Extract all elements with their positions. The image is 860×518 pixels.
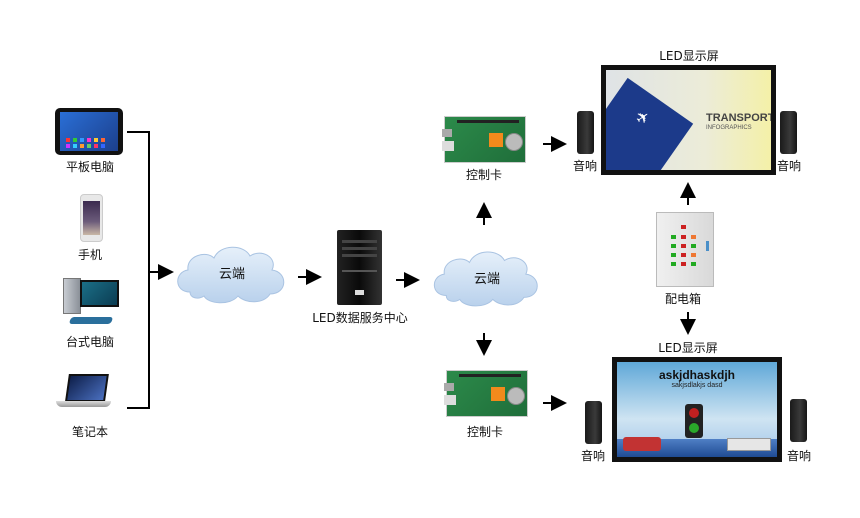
bus-icon <box>727 438 771 451</box>
speaker-icon <box>577 111 594 154</box>
connector-line <box>127 407 150 409</box>
display-bottom-label: LED显示屏 <box>658 341 718 355</box>
power-cabinet-label: 配电箱 <box>664 292 701 306</box>
led-display-screen: ✈ TRANSPORT INFOGRAPHICS <box>601 65 776 175</box>
connector-line <box>148 131 150 409</box>
phone-label: 手机 <box>77 248 102 262</box>
cloud-icon <box>433 251 538 307</box>
controller-bottom-label: 控制卡 <box>466 425 503 439</box>
display-bottom-subtitle: sakjsdlakjs dasd <box>671 382 723 389</box>
server-icon <box>337 230 382 305</box>
server-label: LED数据服务中心 <box>312 311 408 325</box>
led-display-screen: askjdhaskdjh sakjsdlakjs dasd <box>612 357 782 462</box>
power-distribution-cabinet-icon <box>656 212 714 287</box>
display-bottom-title: askjdhaskdjh <box>658 368 736 382</box>
desktop-label: 台式电脑 <box>65 335 114 349</box>
connector-line <box>127 131 150 133</box>
speaker-icon <box>780 111 797 154</box>
display-top-subtitle: INFOGRAPHICS <box>706 125 752 131</box>
speaker-icon <box>790 399 807 442</box>
speaker-icon <box>585 401 602 444</box>
traffic-light-icon <box>685 404 703 438</box>
display-top-title: TRANSPORT <box>706 112 771 124</box>
speaker-label: 音响 <box>572 159 597 173</box>
controller-top-label: 控制卡 <box>465 168 502 182</box>
tablet-icon <box>55 108 123 155</box>
speaker-label: 音响 <box>776 159 801 173</box>
smartphone-icon <box>80 194 103 242</box>
laptop-label: 笔记本 <box>71 425 108 439</box>
controller-card-icon <box>442 116 526 163</box>
tablet-label: 平板电脑 <box>65 160 114 174</box>
speaker-label: 音响 <box>786 449 811 463</box>
cloud-right-label: 云端 <box>473 272 500 287</box>
speaker-label: 音响 <box>580 449 605 463</box>
cloud-left-label: 云端 <box>218 267 245 282</box>
cloud-icon <box>177 246 285 304</box>
bus-icon <box>623 437 661 451</box>
controller-card-icon <box>444 370 528 417</box>
display-top-label: LED显示屏 <box>659 49 719 63</box>
